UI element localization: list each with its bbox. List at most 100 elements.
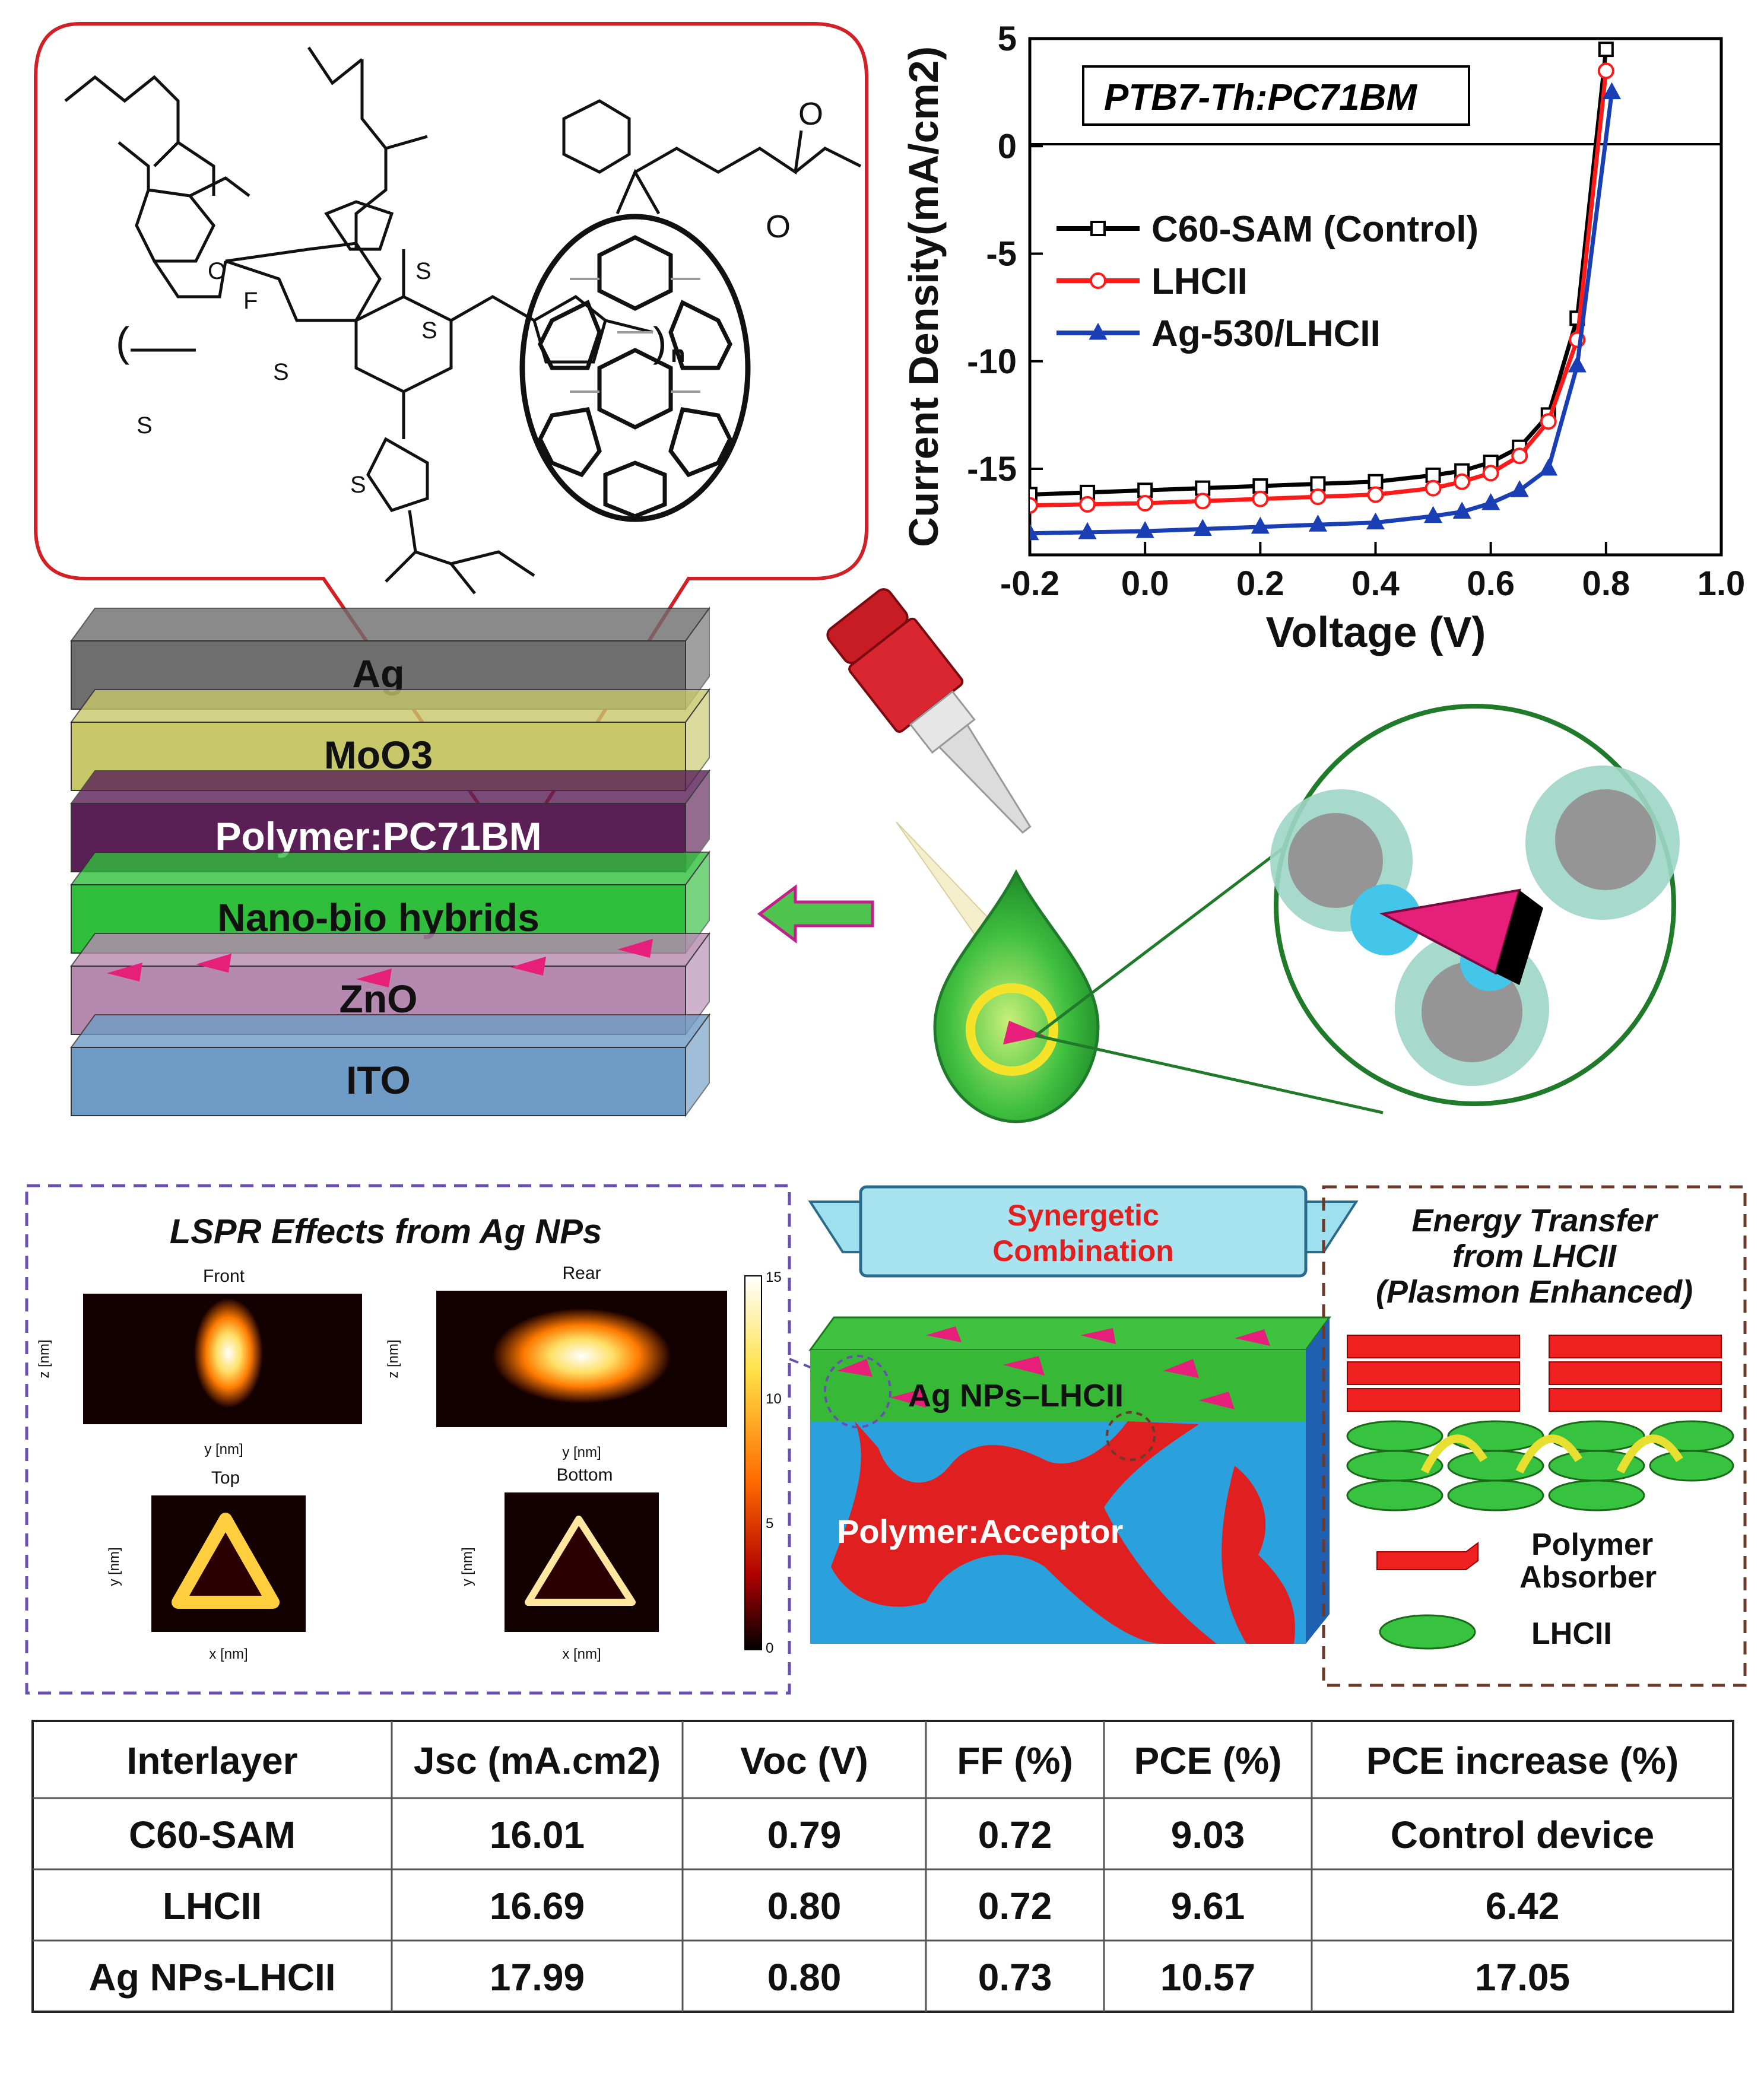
acceptor-domains — [831, 1421, 1217, 1644]
y-tick-label: -15 — [967, 450, 1017, 488]
colorbar-tick: 10 — [766, 1391, 782, 1407]
table-header: FF (%) — [957, 1739, 1073, 1782]
map-bottom-title: Bottom — [556, 1465, 613, 1485]
table-cell: 0.73 — [978, 1956, 1052, 1999]
stack-layer-front — [71, 1047, 686, 1116]
energy-title-2: from LHCII — [1452, 1238, 1617, 1274]
table-cell: LHCII — [163, 1885, 262, 1927]
energy-title-1: Energy Transfer — [1411, 1203, 1658, 1238]
series-point — [1252, 490, 1269, 507]
colorbar-tick: 0 — [766, 1640, 773, 1656]
x-axis-label: Voltage (V) — [1266, 609, 1486, 656]
legend-label: C60-SAM (Control) — [1151, 209, 1479, 250]
stack-layer: ITO — [70, 1012, 710, 1118]
series-point — [1424, 506, 1443, 523]
x-tick-label: -0.2 — [1000, 564, 1059, 603]
series-point — [1539, 458, 1558, 476]
droplet-particle — [1003, 1021, 1045, 1044]
series-point — [1030, 497, 1038, 514]
map-rear-ylabel: z [nm] — [385, 1339, 401, 1378]
series-point — [1424, 479, 1442, 497]
x-tick-label: 1.0 — [1698, 564, 1746, 603]
y-tick-label: -10 — [967, 342, 1017, 381]
lhcii-disk-stack — [1346, 1420, 1734, 1511]
table-header: PCE (%) — [1134, 1739, 1282, 1782]
series-point — [1598, 42, 1614, 58]
map-bottom-xlabel: x [nm] — [562, 1646, 601, 1662]
x-tick-label: 0.4 — [1351, 564, 1400, 603]
legend-polymer-line2: Absorber — [1519, 1560, 1657, 1595]
series-point — [1425, 467, 1441, 483]
table-cell: 9.61 — [1171, 1885, 1245, 1927]
table-header: Jsc (mA.cm2) — [414, 1739, 661, 1782]
droplet-ring — [966, 983, 1058, 1076]
series-point — [1193, 519, 1212, 536]
series-point — [1368, 474, 1384, 490]
stack-layer-top — [70, 608, 710, 641]
table-header: PCE increase (%) — [1366, 1739, 1679, 1782]
table-cell: 0.80 — [767, 1885, 842, 1927]
x-tick-label: 0.8 — [1582, 564, 1630, 603]
series-point — [1194, 493, 1211, 510]
series-point — [1510, 480, 1529, 497]
svg-text:(: ( — [116, 319, 129, 365]
morphology-block: Ag NPs–LHCII Polymer:Acceptor — [808, 1316, 1331, 1644]
thiophene-s-label: S — [137, 412, 153, 439]
stack-layer-top — [70, 689, 710, 723]
table-cell: 0.72 — [978, 1885, 1052, 1927]
series-point — [1481, 493, 1500, 510]
energy-title-3: (Plasmon Enhanced) — [1376, 1274, 1693, 1310]
stack-nanoprism — [356, 968, 392, 987]
stack-layer-top — [70, 770, 710, 804]
stack-layer-top — [70, 852, 710, 885]
map-front-xlabel: y [nm] — [204, 1441, 243, 1457]
series-point — [1540, 413, 1557, 430]
legend-lhcii-label: LHCII — [1531, 1616, 1612, 1651]
stack-layer-label: Polymer:PC71BM — [215, 814, 541, 858]
stack-layer-top — [70, 1014, 710, 1048]
table-cell: 0.79 — [767, 1814, 842, 1856]
series-point — [1452, 501, 1471, 519]
energy-border — [1322, 1185, 1747, 1687]
lspr-panel: LSPR Effects from Ag NPs Front y [nm] z … — [25, 1184, 791, 1695]
performance-table: Interlayer Jsc (mA.cm2) Voc (V) FF (%) PCE (… — [31, 1720, 1734, 2013]
table-cell: 17.05 — [1475, 1956, 1570, 1999]
map-front-ylabel: z [nm] — [36, 1339, 52, 1378]
table-cell: 10.57 — [1160, 1956, 1255, 1999]
table-cell: 17.99 — [490, 1956, 585, 1999]
stack-layer-label: MoO3 — [324, 733, 433, 777]
map-bottom-ylabel: y [nm] — [459, 1547, 475, 1586]
svg-text:S: S — [350, 472, 366, 498]
legend-polymer-swatch — [1376, 1542, 1479, 1570]
series-point — [1135, 520, 1154, 538]
stack-nanoprism — [510, 957, 546, 976]
series-point — [1030, 523, 1039, 541]
colorbar — [744, 1275, 762, 1650]
svg-text:F: F — [243, 288, 258, 314]
lhcii-zoom-circle — [1270, 704, 1680, 1106]
map-rear-xlabel: y [nm] — [562, 1444, 601, 1460]
energy-arrows — [1420, 1434, 1683, 1474]
series-point — [1568, 355, 1587, 373]
colorbar-tick: 5 — [766, 1516, 773, 1532]
x-tick-label: 0.2 — [1236, 564, 1284, 603]
svg-text:O: O — [766, 209, 791, 244]
pc71bm-structure: O O — [519, 96, 862, 522]
polymer-acceptor-label: Polymer:Acceptor — [837, 1513, 1123, 1550]
series-point — [1137, 495, 1154, 512]
ag-nanoprisms — [837, 1326, 1270, 1409]
table-cell: Control device — [1391, 1814, 1655, 1856]
lspr-title: LSPR Effects from Ag NPs — [170, 1212, 602, 1251]
series-point — [1309, 488, 1327, 506]
y-axis-label: Current Density(mA/cm2) — [900, 46, 947, 547]
map-rear-hotspot — [493, 1309, 671, 1403]
series-point — [1252, 478, 1268, 494]
svg-text:O: O — [208, 258, 226, 284]
table-header: Interlayer — [126, 1739, 297, 1782]
y-tick-label: 0 — [998, 127, 1017, 166]
map-rear-title: Rear — [562, 1263, 601, 1283]
table-header: Voc (V) — [740, 1739, 868, 1782]
